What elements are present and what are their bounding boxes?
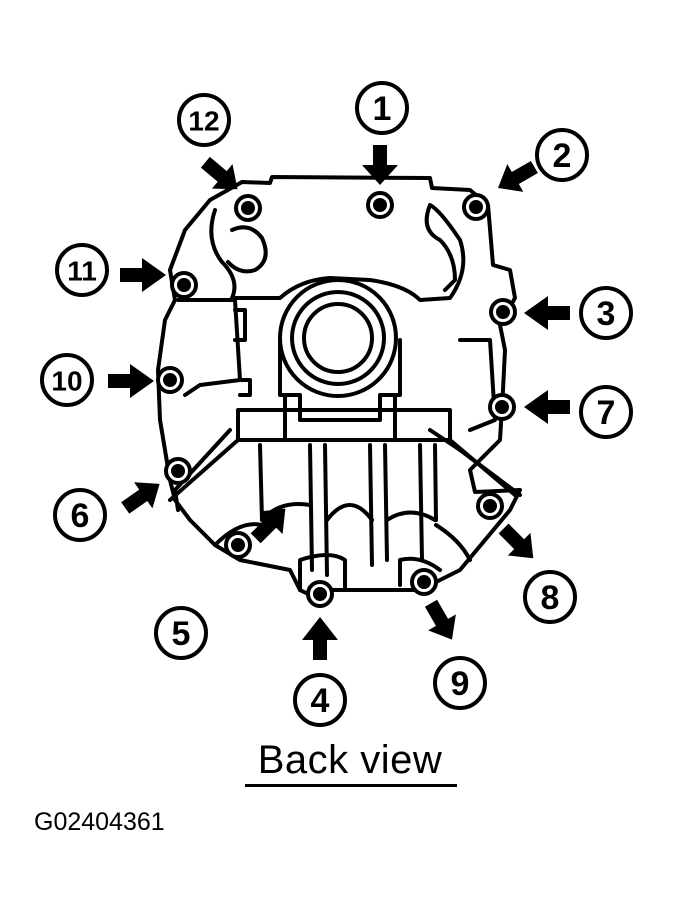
bolt-12 [234, 194, 262, 222]
callout-10: 10 [51, 366, 82, 397]
callout-4: 4 [311, 682, 330, 720]
callout-3: 3 [597, 295, 616, 333]
arrows [108, 145, 570, 660]
bolt-heads [156, 191, 517, 608]
callout-5: 5 [172, 615, 191, 653]
bolt-6 [164, 457, 192, 485]
callout-1: 1 [373, 90, 392, 128]
housing-outline [156, 175, 522, 602]
bolt-9 [410, 568, 438, 596]
figure-id: G02404361 [34, 808, 165, 836]
arrow-7 [524, 390, 570, 424]
callout-2: 2 [553, 137, 572, 175]
callout-7: 7 [597, 394, 616, 432]
arrow-10 [108, 364, 154, 398]
bolt-11 [170, 271, 198, 299]
bolt-3 [489, 298, 517, 326]
bolt-10 [156, 366, 184, 394]
arrow-1 [362, 145, 398, 185]
bolt-7 [488, 393, 516, 421]
arrow-8 [498, 523, 534, 559]
callout-labels: 1 2 3 4 5 6 7 8 9 10 11 12 [51, 90, 615, 720]
arrow-5 [250, 508, 286, 544]
callout-circles [40, 81, 633, 727]
callout-9: 9 [451, 665, 470, 703]
caption-underline [245, 784, 457, 787]
bolt-4 [306, 580, 334, 608]
arrow-12 [200, 156, 238, 190]
bolt-8 [476, 492, 504, 520]
bolt-5 [224, 531, 252, 559]
callout-11: 11 [67, 256, 97, 287]
arrow-2 [498, 160, 538, 192]
arrow-11 [120, 258, 166, 292]
bolt-2 [462, 193, 490, 221]
arrow-4 [302, 617, 338, 660]
arrow-9 [424, 599, 456, 640]
bolt-1 [366, 191, 394, 219]
arrow-6 [121, 482, 160, 514]
callout-8: 8 [541, 579, 560, 617]
view-caption: Back view [257, 738, 443, 782]
arrow-3 [524, 296, 570, 330]
callout-6: 6 [71, 497, 90, 535]
callout-12: 12 [188, 106, 219, 137]
